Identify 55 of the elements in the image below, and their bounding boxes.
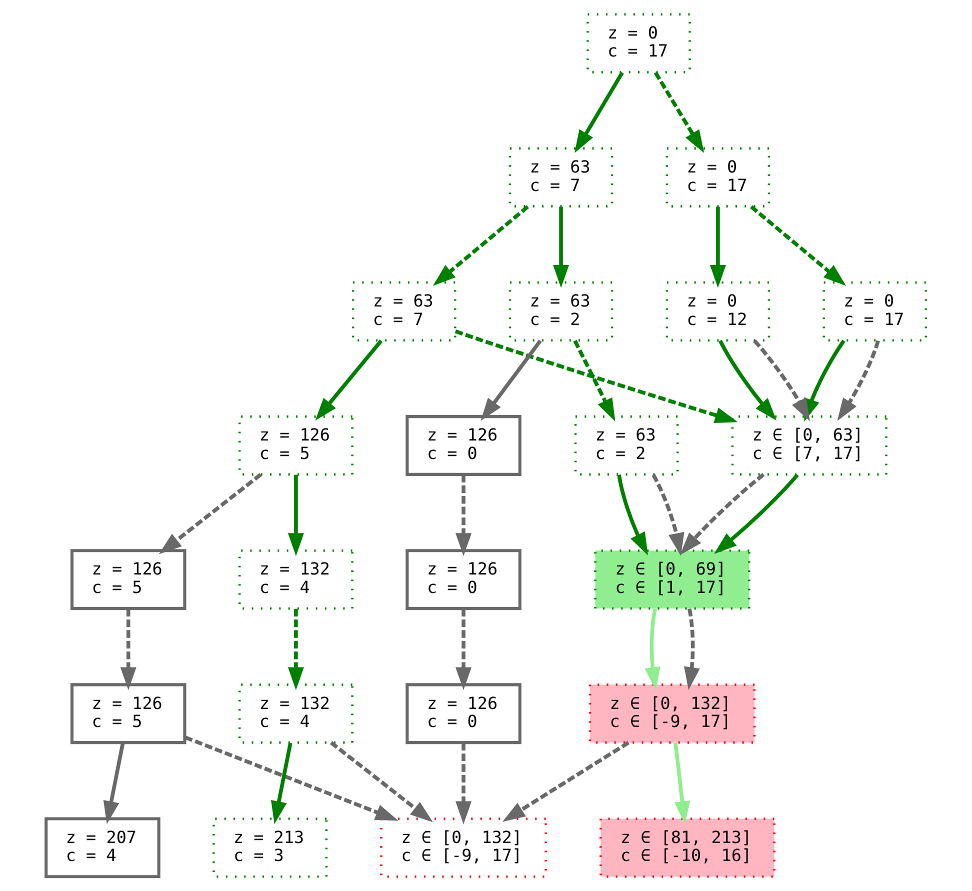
node-box: z = 63 c = 7 [508, 147, 614, 208]
arrow [674, 742, 690, 824]
arrow [574, 72, 624, 154]
arrow [184, 736, 398, 821]
node-box: z = 207 c = 4 [44, 817, 160, 878]
node-box: z ∈ [0, 132] c ∈ [-9, 17] [588, 684, 756, 744]
arrow [120, 608, 136, 690]
arrow [271, 742, 292, 824]
arrow [456, 608, 472, 690]
node-box: z = 126 c = 5 [70, 549, 186, 610]
node-box: z = 63 c = 2 [574, 415, 679, 476]
arrow [617, 474, 648, 556]
arrow [710, 206, 726, 288]
arrow [454, 330, 738, 423]
node-box: z = 132 c = 4 [238, 549, 354, 610]
arrow [103, 742, 125, 824]
arrow [714, 474, 799, 554]
arrow [315, 340, 383, 421]
arrow [654, 72, 704, 154]
arrow [288, 608, 304, 690]
node-box: z = 63 c = 2 [508, 281, 614, 342]
arrow [750, 205, 846, 286]
node-box: z ∈ [0, 63] c ∈ [7, 17] [731, 415, 888, 476]
arrow [432, 205, 529, 286]
node-box: z = 132 c = 4 [238, 684, 354, 744]
arrow [573, 340, 616, 422]
arrow [680, 473, 765, 555]
arrow [684, 608, 700, 690]
arrow [456, 474, 472, 556]
arrow [553, 206, 570, 288]
node-box: z = 213 c = 3 [212, 818, 328, 878]
arrow [718, 340, 777, 421]
arrow [480, 340, 542, 421]
arrow [753, 339, 810, 422]
node-box: z = 126 c = 5 [70, 683, 186, 744]
node-box: z = 63 c = 7 [352, 281, 456, 342]
arrow [288, 474, 304, 556]
node-box: z = 0 c = 17 [822, 281, 928, 342]
node-box: z = 126 c = 0 [406, 415, 522, 476]
arrow [456, 742, 472, 824]
arrow [652, 474, 684, 556]
node-box: z = 126 c = 0 [406, 549, 522, 610]
node-box: z ∈ [0, 69] c ∈ [1, 17] [594, 549, 750, 610]
arrow [644, 608, 660, 690]
node-box: z ∈ [0, 132] c ∈ [-9, 17] [380, 818, 547, 878]
node-box: z = 126 c = 0 [406, 683, 522, 744]
node-box: z = 126 c = 5 [238, 415, 354, 476]
arrow [158, 473, 262, 554]
node-box: z ∈ [81, 213] c ∈ [-10, 16] [600, 818, 776, 878]
node-box: z = 0 c = 17 [586, 13, 691, 74]
arrow [330, 741, 433, 822]
arrow [502, 741, 630, 822]
node-box: z = 0 c = 12 [666, 281, 770, 342]
arrow [837, 340, 880, 422]
node-box: z = 0 c = 17 [666, 147, 770, 208]
